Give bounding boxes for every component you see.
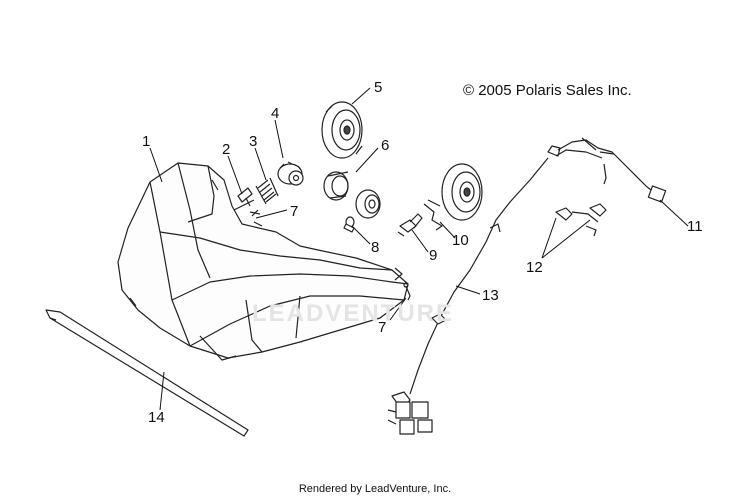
callout-12: 12 [526,259,543,276]
callout-9: 9 [429,247,438,264]
harness-connector [547,137,667,203]
watermark-text: LEADVENTURE [252,300,455,327]
main-bulb [397,213,423,237]
callout-8: 8 [371,239,380,256]
adjuster-spring [255,177,279,205]
callout-1: 1 [142,133,151,150]
rendered-by-footer: Rendered by LeadVenture, Inc. [298,483,452,495]
clip-part [233,187,255,211]
adjuster-knob [277,161,304,186]
callout-7-upper: 7 [290,203,299,220]
leader-lines [149,87,689,411]
callout-2: 2 [222,141,231,158]
callout-11: 11 [687,218,703,235]
callout-4: 4 [271,105,280,122]
lens-reflector-lower [441,163,483,221]
retaining-clip [423,199,443,231]
screw-upper [249,209,263,227]
callout-3: 3 [249,133,258,150]
small-bulb [343,216,355,233]
bezel-ring [323,171,349,201]
copyright-notice: © 2005 Polaris Sales Inc. [463,82,632,99]
lens-reflector-upper [321,101,363,159]
bulb-socket [355,189,381,219]
callout-7-lower: 7 [378,319,387,336]
callout-6: 6 [381,137,390,154]
seal-strip [45,309,249,437]
callout-5: 5 [374,79,383,96]
callout-10: 10 [452,232,469,249]
wiring-harness [409,157,549,395]
callout-14: 14 [148,409,165,426]
callout-13: 13 [482,287,499,304]
bulb-pigtails [555,203,607,237]
headlight-housing [117,162,409,361]
screw-lower [403,282,411,301]
bottom-connector [387,391,433,435]
